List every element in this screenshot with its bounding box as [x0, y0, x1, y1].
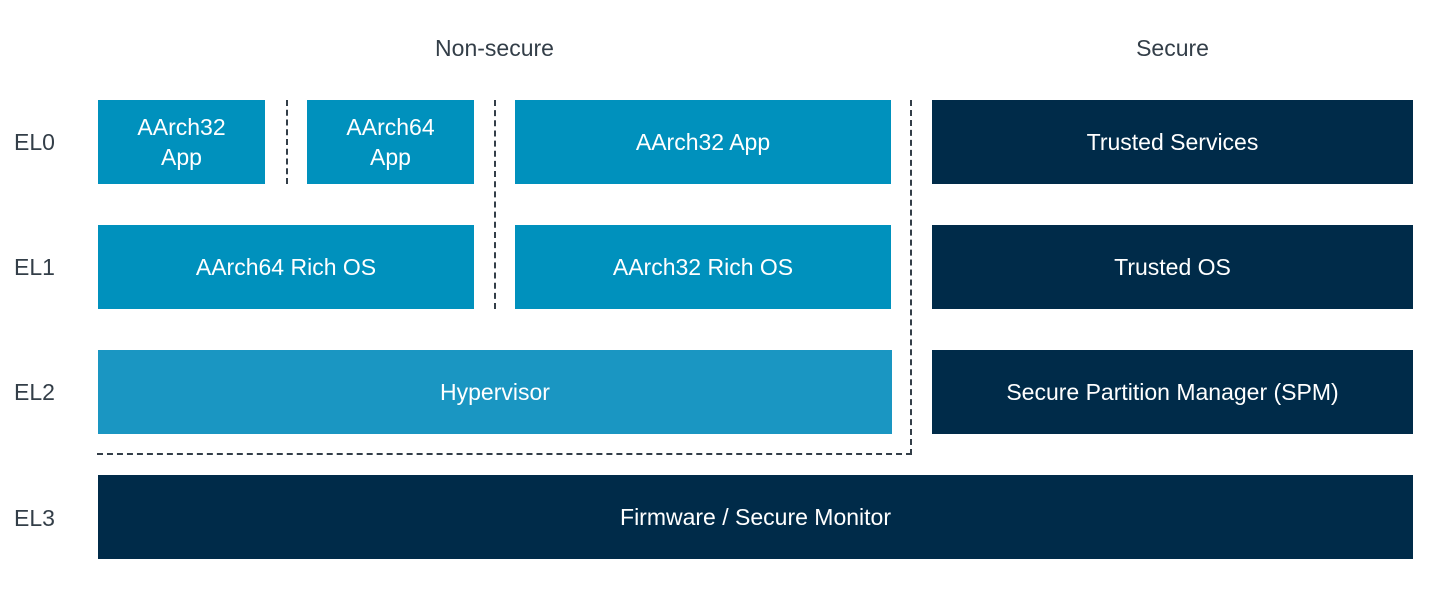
- security-boundary-vertical-dashed-line: [910, 100, 912, 455]
- aarch32-rich-os-box: AArch32 Rich OS: [515, 225, 891, 309]
- aarch32-app-small-line1: AArch32: [137, 114, 226, 140]
- os-separator-dashed-line: [494, 100, 496, 309]
- aarch64-rich-os-label: AArch64 Rich OS: [195, 254, 377, 280]
- aarch32-app-box-small: AArch32 App: [98, 100, 265, 184]
- security-boundary-horizontal-dashed-line: [97, 453, 912, 455]
- el2-label: EL2: [14, 379, 55, 405]
- aarch32-app-label: AArch32 App: [635, 129, 771, 155]
- aarch32-app-box: AArch32 App: [515, 100, 891, 184]
- nonsecure-header: Non-secure: [435, 35, 554, 61]
- firmware-secure-monitor-label: Firmware / Secure Monitor: [620, 504, 891, 530]
- trusted-services-label: Trusted Services: [1086, 129, 1259, 155]
- aarch32-app-small-line2: App: [161, 144, 202, 170]
- trusted-services-box: Trusted Services: [932, 100, 1413, 184]
- trusted-os-label: Trusted OS: [1114, 254, 1231, 280]
- el0-label: EL0: [14, 129, 55, 155]
- aarch64-app-box: AArch64 App: [307, 100, 474, 184]
- aarch64-app-line2: App: [370, 144, 411, 170]
- hypervisor-label: Hypervisor: [440, 379, 550, 405]
- aarch64-app-line1: AArch64: [346, 114, 435, 140]
- firmware-secure-monitor-box: Firmware / Secure Monitor: [98, 475, 1413, 559]
- secure-header: Secure: [1136, 35, 1209, 61]
- spm-label: Secure Partition Manager (SPM): [1006, 379, 1339, 405]
- el3-label: EL3: [14, 505, 55, 531]
- spm-box: Secure Partition Manager (SPM): [932, 350, 1413, 434]
- trusted-os-box: Trusted OS: [932, 225, 1413, 309]
- aarch64-rich-os-box: AArch64 Rich OS: [98, 225, 474, 309]
- hypervisor-box: Hypervisor: [98, 350, 892, 434]
- aarch32-rich-os-label: AArch32 Rich OS: [612, 254, 794, 280]
- app-separator-dashed-line: [286, 100, 288, 184]
- el1-label: EL1: [14, 254, 55, 280]
